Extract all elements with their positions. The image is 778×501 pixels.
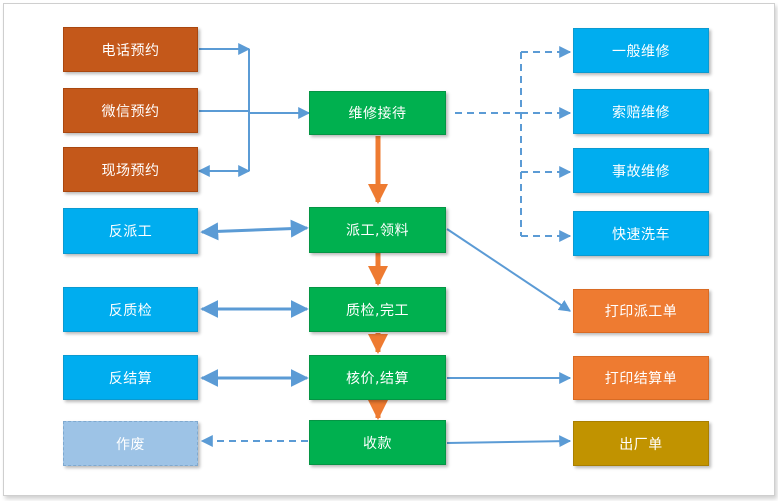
node-accident-repair: 事故维修 [573, 148, 709, 193]
node-dispatch: 派工,领料 [309, 207, 446, 253]
node-quick-wash: 快速洗车 [573, 211, 709, 256]
node-undo-settle: 反结算 [63, 355, 198, 400]
node-qc: 质检,完工 [309, 287, 446, 332]
booking-connectors [197, 43, 311, 177]
node-undo-qc: 反质检 [63, 287, 198, 332]
node-phone-booking: 电话预约 [63, 27, 198, 72]
output-connectors [446, 228, 572, 448]
node-onsite-booking: 现场预约 [63, 147, 198, 192]
node-print-settle: 打印结算单 [573, 356, 709, 400]
node-settle: 核价,结算 [309, 355, 446, 400]
node-exit-slip: 出厂单 [573, 421, 709, 466]
node-void: 作废 [63, 421, 198, 466]
node-reception: 维修接待 [309, 91, 446, 135]
node-payment: 收款 [309, 420, 446, 465]
node-undo-dispatch: 反派工 [63, 208, 198, 254]
service-type-connectors [455, 46, 572, 242]
reverse-connectors [200, 219, 309, 387]
node-general-repair: 一般维修 [573, 28, 709, 73]
node-print-dispatch: 打印派工单 [573, 289, 709, 333]
node-claim-repair: 索赔维修 [573, 89, 709, 134]
node-wechat-booking: 微信预约 [63, 88, 198, 133]
